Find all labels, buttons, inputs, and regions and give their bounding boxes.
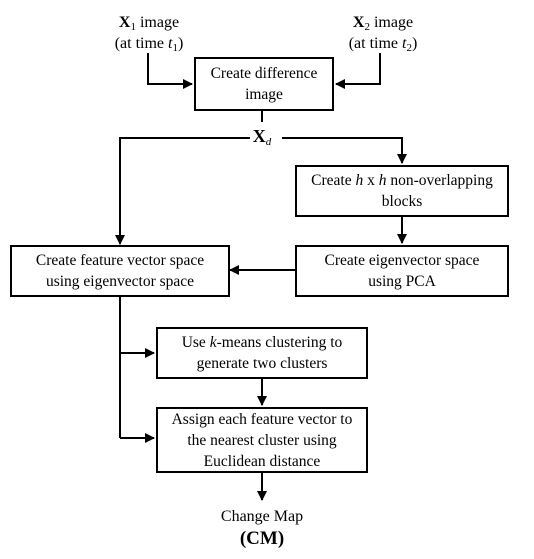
x1-symbol: X xyxy=(118,14,131,31)
feature-line2: using eigenvector space xyxy=(45,273,195,290)
arrow-xd-to-feature xyxy=(115,137,250,245)
output-paren-close: ) xyxy=(277,528,285,549)
blocks-mid: x xyxy=(363,172,379,189)
eigenvector-space-box: Create eigenvector space using PCA xyxy=(295,245,509,297)
xd-label: Xd xyxy=(232,126,292,148)
input-x1-label: X1 image (at time t1) xyxy=(84,12,214,54)
x2-word: image xyxy=(369,14,414,31)
blocks-h1: h xyxy=(355,172,364,189)
arrow-xd-to-blocks xyxy=(282,137,407,164)
assign-line3: Euclidean distance xyxy=(203,452,321,470)
blocks-line2: blocks xyxy=(381,193,423,210)
arrow-x2-to-diff xyxy=(335,53,381,89)
arrow-x1-to-diff xyxy=(147,53,193,89)
x1-time-suffix: ) xyxy=(177,35,184,52)
output-cm: CM xyxy=(246,528,278,549)
difference-line1: Create difference xyxy=(210,65,318,82)
feature-line1: Create feature vector space xyxy=(35,252,205,269)
assign-line1: Assign each feature vector to xyxy=(171,410,353,428)
xd-subscript: d xyxy=(265,136,272,148)
create-blocks-box: Create h x h non-overlapping blocks xyxy=(295,165,509,217)
x1-subscript: 1 xyxy=(130,21,136,33)
eigen-line1: Create eigenvector space xyxy=(324,252,480,269)
difference-line2: image xyxy=(245,86,283,103)
blocks-pre: Create xyxy=(311,172,356,189)
kmeans-line2: generate two clusters xyxy=(196,355,328,372)
output-paren-open: ( xyxy=(239,528,247,549)
output-label: Change Map (CM) xyxy=(192,506,332,551)
x2-subscript: 2 xyxy=(364,21,370,33)
kmeans-post: -means clustering to xyxy=(216,334,343,351)
x1-time-var: t xyxy=(168,35,173,52)
x2-time-var: t xyxy=(402,35,407,52)
xd-symbol: X xyxy=(252,126,266,146)
kmeans-box: Use k-means clustering to generate two c… xyxy=(156,327,368,379)
output-line1: Change Map xyxy=(220,508,304,525)
x2-time-suffix: ) xyxy=(411,35,418,52)
x1-time-prefix: (at time xyxy=(114,35,169,52)
difference-image-box: Create difference image xyxy=(194,57,334,111)
feature-vector-space-box: Create feature vector space using eigenv… xyxy=(10,245,230,297)
eigen-line2: using PCA xyxy=(368,273,436,290)
blocks-post: non-overlapping xyxy=(386,172,493,189)
kmeans-pre: Use xyxy=(181,334,210,351)
blocks-h2: h xyxy=(378,172,387,189)
x2-time-prefix: (at time xyxy=(348,35,403,52)
x1-word: image xyxy=(135,14,180,31)
x2-time-sub: 2 xyxy=(406,42,412,54)
x2-symbol: X xyxy=(352,14,365,31)
kmeans-k: k xyxy=(209,334,217,351)
input-x2-label: X2 image (at time t2) xyxy=(318,12,448,54)
assign-cluster-box: Assign each feature vector to the neares… xyxy=(156,407,368,473)
x1-time-sub: 1 xyxy=(172,42,178,54)
assign-line2: the nearest cluster using xyxy=(187,431,337,449)
